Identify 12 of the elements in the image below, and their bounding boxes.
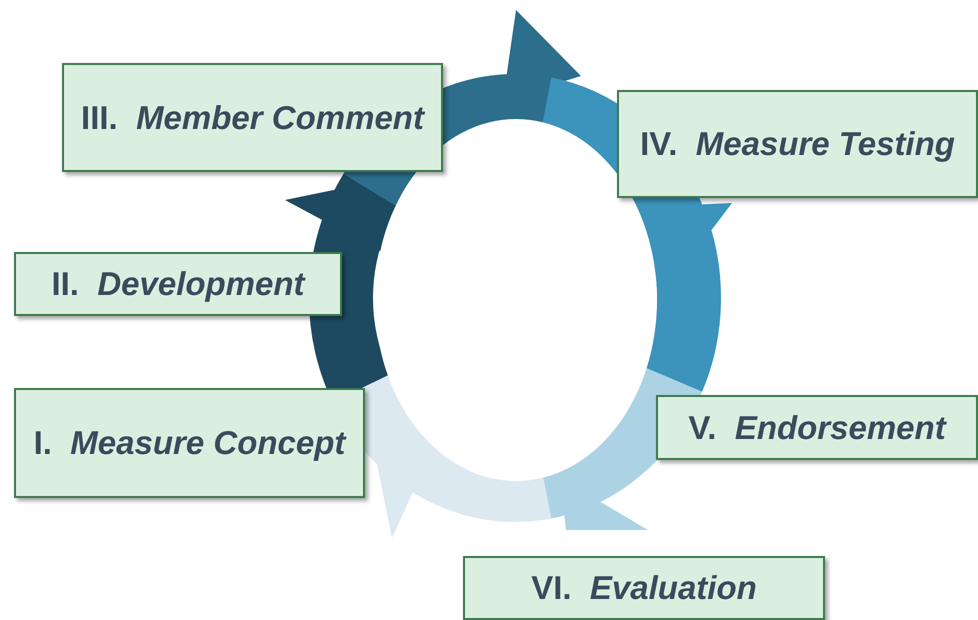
stage-box (14, 252, 342, 316)
stage-box (656, 395, 978, 460)
stage-box (14, 388, 365, 498)
stage-label: I. Measure Concept (32, 423, 348, 463)
stage-label: IV. Measure Testing (639, 124, 956, 164)
stage-label: V. Endorsement (687, 408, 948, 448)
stage-box (617, 90, 978, 198)
stage-label: III. Member Comment (80, 98, 426, 138)
stage-label: II. Development (50, 264, 306, 304)
stage-box (62, 63, 443, 172)
stage-box (463, 556, 825, 620)
stage-label: VI. Evaluation (530, 568, 758, 608)
